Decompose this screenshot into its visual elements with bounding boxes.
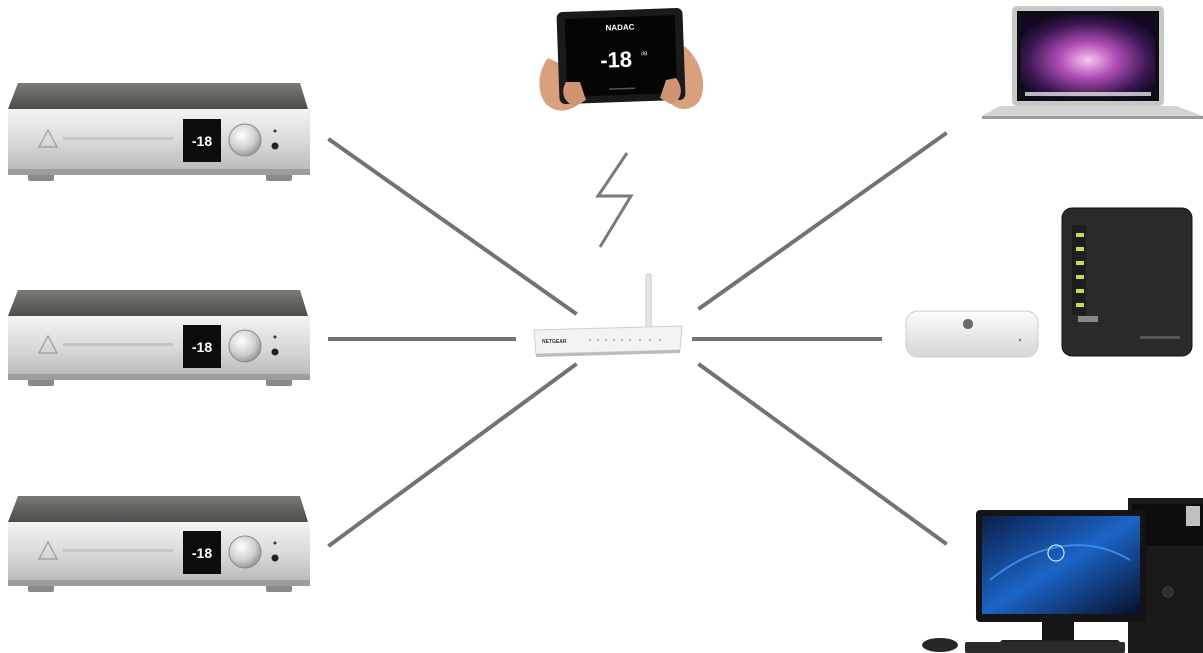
router: NETGEAR xyxy=(533,273,683,357)
amplifier-3: -18 xyxy=(8,496,310,592)
line-amp3-router xyxy=(327,362,578,548)
volume-knob[interactable] xyxy=(228,329,262,363)
tablet-remote: NADAC -18 dB xyxy=(539,8,704,111)
mac-mini xyxy=(905,310,1039,358)
volume-display: -18 xyxy=(192,545,212,561)
tablet-volume-unit: dB xyxy=(641,51,648,57)
amplifier-2: -18 xyxy=(8,290,310,386)
line-laptop-router xyxy=(697,131,948,311)
tablet-volume-display: -18 xyxy=(600,47,633,73)
volume-display: -18 xyxy=(192,339,212,355)
wireless-signal-icon xyxy=(595,152,634,248)
tablet-brand-label: NADAC xyxy=(605,23,634,33)
nas-status-lights xyxy=(1076,233,1084,307)
brand-logo-icon xyxy=(38,540,58,560)
headphone-jack-icon xyxy=(271,142,279,150)
connection-lines xyxy=(327,131,948,548)
amplifier-1: -18 xyxy=(8,83,310,181)
brand-logo-icon xyxy=(38,128,58,148)
line-desktop-router xyxy=(697,362,948,546)
line-amp1-router xyxy=(327,137,578,316)
apple-logo-icon xyxy=(963,319,973,329)
headphone-jack-icon xyxy=(271,554,279,562)
headphone-jack-icon xyxy=(271,348,279,356)
keyboard-icon xyxy=(965,642,1125,653)
brand-logo-icon xyxy=(38,334,58,354)
laptop xyxy=(982,6,1203,119)
mouse-icon xyxy=(922,638,958,652)
hp-logo-icon xyxy=(1047,544,1065,562)
desktop-computer xyxy=(922,498,1203,653)
volume-knob[interactable] xyxy=(228,535,262,569)
nas-storage xyxy=(1061,207,1193,357)
volume-display: -18 xyxy=(192,133,212,149)
router-brand-label: NETGEAR xyxy=(542,339,567,345)
volume-knob[interactable] xyxy=(228,123,262,157)
router-status-lights xyxy=(588,338,662,342)
